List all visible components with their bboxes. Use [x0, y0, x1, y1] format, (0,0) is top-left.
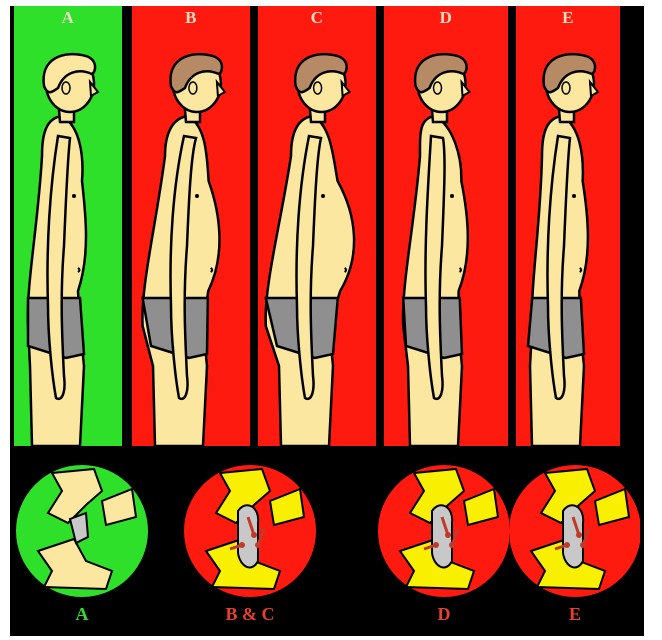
posture-label-e: E	[516, 8, 620, 28]
figure-frame: A B C D E A B & C D	[10, 6, 644, 636]
ear	[314, 82, 322, 94]
vertebrae-detail-e	[510, 461, 640, 601]
pressure-arrow-head	[564, 542, 570, 548]
figure-d	[384, 6, 508, 446]
ear	[62, 82, 70, 94]
posture-panel-b: B	[132, 6, 250, 446]
figure-b	[132, 6, 250, 446]
figure-c	[258, 6, 376, 446]
spine-detail-e	[510, 461, 640, 601]
detail-label-bc: B & C	[190, 604, 310, 625]
nipple	[321, 194, 325, 198]
nipple	[72, 194, 76, 198]
posture-panel-e: E	[516, 6, 620, 446]
figure-e	[516, 6, 620, 446]
figure-a	[14, 6, 122, 446]
detail-label-d: D	[384, 604, 504, 625]
spine-detail-bc	[180, 461, 320, 601]
nipple	[572, 194, 576, 198]
posture-panel-c: C	[258, 6, 376, 446]
posture-label-b: B	[132, 8, 250, 28]
arm	[425, 136, 444, 399]
nipple	[450, 194, 454, 198]
pressure-arrow-head	[445, 532, 451, 538]
posture-label-c: C	[258, 8, 376, 28]
pressure-arrow-head	[576, 532, 582, 538]
vertebrae-detail-bc	[180, 461, 320, 601]
detail-label-a: A	[22, 604, 142, 625]
posture-panel-d: D	[384, 6, 508, 446]
posture-label-a: A	[14, 8, 122, 28]
pressure-arrow-head	[255, 542, 261, 548]
pressure-arrow-head	[433, 542, 439, 548]
posture-panel-a: A	[14, 6, 122, 446]
pressure-arrow-head	[239, 542, 245, 548]
vertebrae-detail-d	[374, 461, 514, 601]
pressure-arrow-head	[580, 542, 586, 548]
pressure-arrow-head	[449, 542, 455, 548]
vertebrae-detail-a	[12, 461, 152, 601]
spine-detail-a	[12, 461, 152, 601]
detail-label-e: E	[515, 604, 635, 625]
spine-detail-d	[374, 461, 514, 601]
ear	[189, 82, 197, 94]
nipple	[195, 194, 199, 198]
ear	[562, 82, 570, 94]
pressure-arrow-head	[251, 532, 257, 538]
ear	[434, 82, 442, 94]
posture-label-d: D	[384, 8, 508, 28]
